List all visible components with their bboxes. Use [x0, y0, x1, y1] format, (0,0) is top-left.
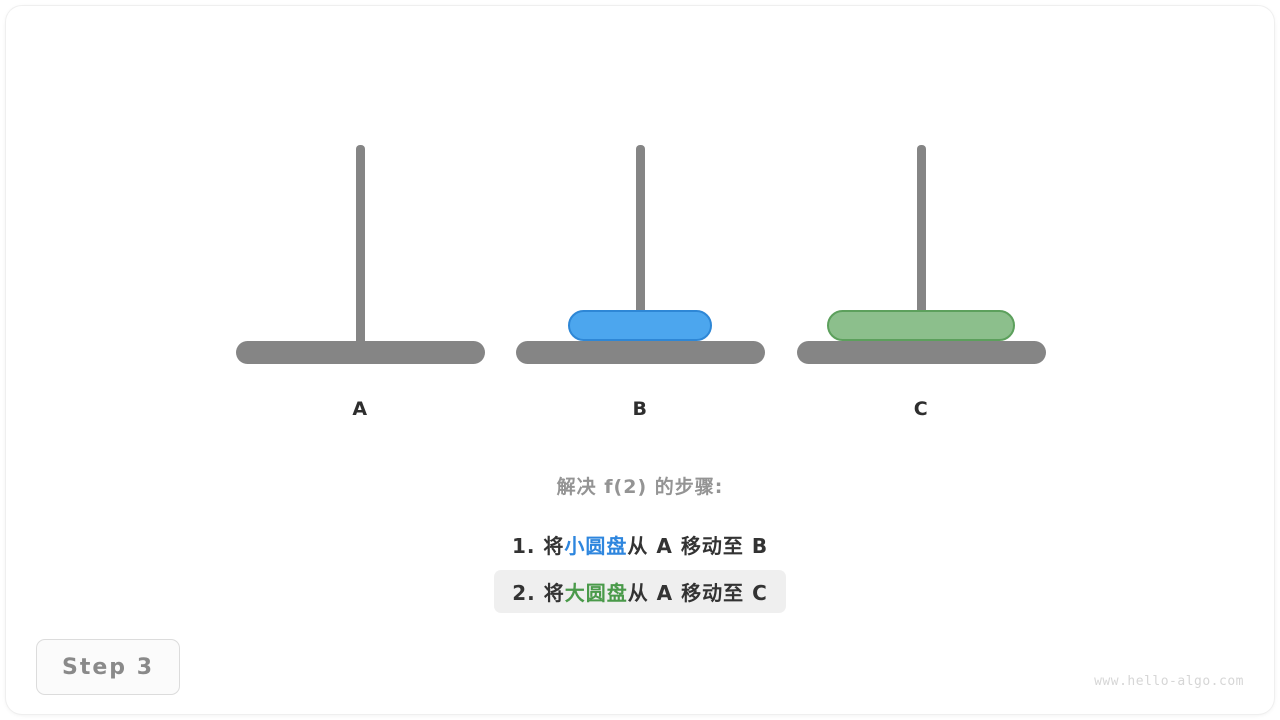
- tower-label-a: A: [352, 398, 368, 420]
- step-badge: Step 3: [36, 639, 180, 695]
- step-move-word-1: 移动至: [680, 534, 744, 558]
- step-list: 1. 将小圆盘从 A 移动至 B 2. 将大圆盘从 A 移动至 C: [0, 521, 1280, 615]
- step-move-word-2: 移动至: [681, 581, 745, 605]
- step-list-item-2: 2. 将大圆盘从 A 移动至 C: [0, 568, 1280, 615]
- base-a: [235, 341, 485, 364]
- step-from-1: A: [656, 534, 673, 558]
- peg-a: [355, 145, 365, 345]
- tower-a: A: [230, 0, 490, 440]
- step-row-2: 2. 将大圆盘从 A 移动至 C: [494, 570, 786, 613]
- base-b: [515, 341, 765, 364]
- caption-title: 解决 f(2) 的步骤:: [556, 476, 724, 498]
- step-verb-2: 将: [543, 581, 565, 605]
- peg-c: [916, 145, 926, 345]
- tower-c: C: [791, 0, 1051, 440]
- base-c: [796, 341, 1046, 364]
- step-to-2: C: [752, 581, 768, 605]
- step-row-1: 1. 将小圆盘从 A 移动至 B: [494, 523, 786, 566]
- step-number-2: 2.: [512, 581, 536, 605]
- tower-label-c: C: [913, 398, 929, 420]
- step-verb-1: 将: [543, 534, 565, 558]
- watermark: www.hello-algo.com: [1094, 674, 1244, 689]
- tower-label-b: B: [632, 398, 648, 420]
- step-from-word-2: 从: [627, 581, 649, 605]
- peg-b: [635, 145, 645, 345]
- disk-small-blue: [568, 310, 712, 341]
- tower-b: B: [510, 0, 770, 440]
- step-list-item-1: 1. 将小圆盘从 A 移动至 B: [0, 521, 1280, 568]
- step-from-word-1: 从: [627, 534, 649, 558]
- step-disk-1: 小圆盘: [564, 534, 628, 558]
- step-from-2: A: [656, 581, 674, 605]
- step-disk-2: 大圆盘: [564, 581, 628, 605]
- step-to-1: B: [751, 534, 769, 558]
- disk-large-green: [827, 310, 1015, 341]
- caption-block: 解决 f(2) 的步骤: 1. 将小圆盘从 A 移动至 B 2. 将大圆盘从 A…: [0, 472, 1280, 615]
- step-number-1: 1.: [511, 534, 536, 558]
